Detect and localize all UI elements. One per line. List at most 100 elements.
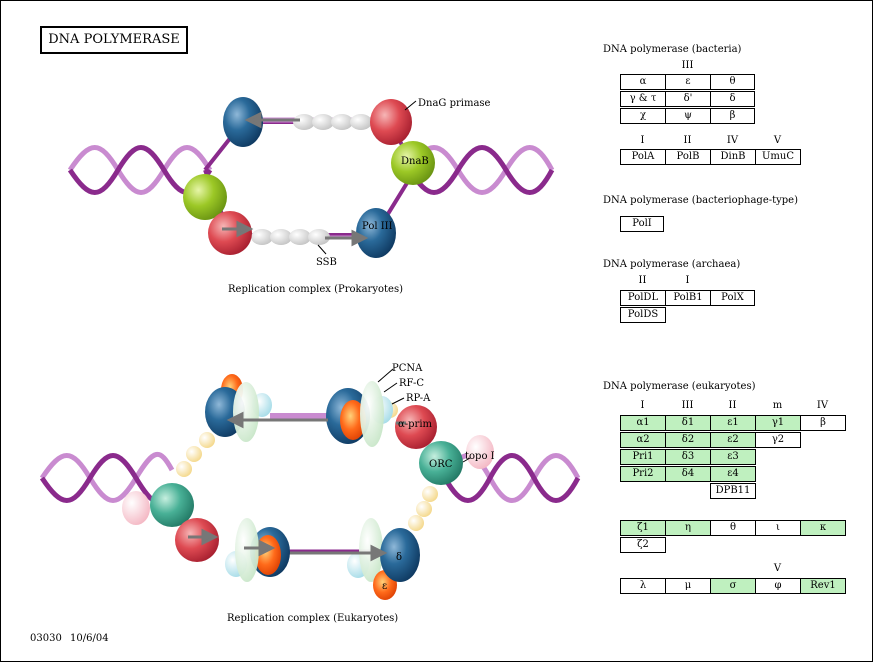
ssb-beads-bottom bbox=[251, 229, 330, 245]
euk-header-3: III bbox=[681, 400, 694, 411]
euk-theta-cell[interactable]: θ bbox=[710, 520, 756, 536]
bact-umuc-cell[interactable]: UmuC bbox=[755, 149, 801, 165]
label-rfc: RF-C bbox=[399, 378, 424, 389]
prokaryote-complex: DnaG primase DnaB Pol III SSB Replicatio… bbox=[67, 97, 555, 295]
bact-dinb-cell[interactable]: DinB bbox=[710, 149, 756, 165]
euk-lambda-cell[interactable]: λ bbox=[620, 578, 666, 594]
label-epsilon: ε bbox=[382, 581, 387, 592]
label-dnag-primase: DnaG primase bbox=[418, 98, 491, 109]
orc-protein bbox=[419, 441, 463, 485]
alpha-prim-protein bbox=[395, 405, 437, 449]
euk-header-v: V bbox=[773, 563, 782, 574]
pol3-bottom-protein bbox=[356, 208, 396, 258]
bact-header-4: IV bbox=[726, 135, 739, 146]
euk-rev1-cell[interactable]: Rev1 bbox=[800, 578, 846, 594]
euk-header-m: m bbox=[772, 400, 783, 411]
euk-pol-cell[interactable]: δ3 bbox=[665, 449, 711, 465]
euk-eta-cell[interactable]: η bbox=[665, 520, 711, 536]
pol-delta-bottom-right bbox=[380, 528, 420, 582]
euk-pol-cell[interactable]: β bbox=[800, 415, 846, 431]
dna-helix-euk-left bbox=[39, 451, 175, 505]
bact-pol3-cell[interactable]: ε bbox=[665, 74, 711, 90]
phage-poli-cell[interactable]: PolI bbox=[620, 216, 664, 232]
archaea-header-2: II bbox=[638, 275, 647, 286]
phage-heading: DNA polymerase (bacteriophage-type) bbox=[603, 195, 798, 206]
bact-pola-cell[interactable]: PolA bbox=[620, 149, 666, 165]
archaea-header-1: I bbox=[685, 275, 690, 286]
euk-pol-cell[interactable]: δ4 bbox=[665, 466, 711, 482]
archaea-polx-cell[interactable]: PolX bbox=[710, 290, 755, 306]
ssb-beads-top bbox=[293, 114, 372, 130]
euk-pol-cell[interactable]: γ2 bbox=[755, 432, 801, 448]
euk-pol-cell[interactable]: ε3 bbox=[710, 449, 756, 465]
bact-pol3-cell[interactable]: δ bbox=[710, 91, 755, 107]
arrow-top bbox=[244, 111, 300, 129]
eukaryote-complex: PCNA RF-C RP-A α-prim ORC topo I δ ε Rep… bbox=[39, 363, 581, 624]
eukaryote-caption: Replication complex (Eukaryotes) bbox=[227, 613, 398, 624]
bact-header-5: V bbox=[773, 135, 782, 146]
euk-sigma-cell[interactable]: σ bbox=[710, 578, 756, 594]
primase-red-bottom-protein bbox=[208, 211, 252, 255]
label-pcna: PCNA bbox=[392, 363, 423, 374]
dna-helix-euk-right bbox=[442, 453, 581, 503]
euk-pol-cell[interactable]: ε1 bbox=[710, 415, 756, 431]
arrow-bottom-left bbox=[222, 220, 254, 238]
euk-pol-cell[interactable]: α1 bbox=[620, 415, 666, 431]
bact-pol3-cell[interactable]: θ bbox=[710, 74, 755, 90]
label-dnab: DnaB bbox=[401, 156, 429, 167]
bact-pol3-cell[interactable]: δ' bbox=[665, 91, 711, 107]
euk-pol-cell[interactable]: γ1 bbox=[755, 415, 801, 431]
topo-protein bbox=[466, 435, 494, 469]
bact-pol3-cell[interactable]: β bbox=[710, 108, 755, 124]
euk-leader-lines bbox=[377, 368, 471, 463]
euk-pol-cell[interactable]: Pri1 bbox=[620, 449, 666, 465]
euk-iota-cell[interactable]: ι bbox=[755, 520, 801, 536]
bact-pol3-cell[interactable]: α bbox=[620, 74, 666, 90]
euk-pol-cell[interactable]: ε4 bbox=[710, 466, 756, 482]
bact-pol3-cell[interactable]: ψ bbox=[665, 108, 711, 124]
label-delta: δ bbox=[396, 552, 402, 563]
label-alpha-prim: α-prim bbox=[398, 419, 433, 430]
euk-header-1: I bbox=[640, 400, 645, 411]
label-orc: ORC bbox=[429, 459, 453, 470]
euk-pol-cell[interactable]: α2 bbox=[620, 432, 666, 448]
eukaryotes-heading: DNA polymerase (eukaryotes) bbox=[603, 381, 756, 392]
dnag-primase-protein bbox=[370, 99, 412, 145]
primase-red-euk-bottom bbox=[175, 518, 219, 562]
helicase-green-protein bbox=[183, 174, 227, 220]
pol3-top-protein bbox=[223, 97, 263, 147]
rpa-beads bbox=[176, 402, 438, 531]
dna-helix-right bbox=[407, 145, 555, 195]
pcna-top-left bbox=[233, 382, 259, 442]
euk-pol-cell[interactable]: Pri2 bbox=[620, 466, 666, 482]
euk-pol-cell[interactable]: δ2 bbox=[665, 432, 711, 448]
euk-pol-cell[interactable]: DPB11 bbox=[710, 483, 756, 499]
pcna-top-right bbox=[360, 381, 384, 447]
euk-pol-cell[interactable]: δ1 bbox=[665, 415, 711, 431]
euk-phi-cell[interactable]: φ bbox=[755, 578, 801, 594]
bact-pol3-cell[interactable]: γ & τ bbox=[620, 91, 666, 107]
bacteria-heading: DNA polymerase (bacteria) bbox=[603, 44, 742, 55]
euk-mu-cell[interactable]: μ bbox=[665, 578, 711, 594]
euk-zeta-cell[interactable]: ζ1 bbox=[620, 520, 666, 536]
prokaryote-caption: Replication complex (Prokaryotes) bbox=[228, 284, 403, 295]
archaea-polds-cell[interactable]: PolDS bbox=[620, 307, 666, 323]
bact-polb-cell[interactable]: PolB bbox=[665, 149, 711, 165]
bact-pol3-cell[interactable]: χ bbox=[620, 108, 666, 124]
archaea-poldl-cell[interactable]: PolDL bbox=[620, 290, 666, 306]
arrow-bottom-right bbox=[325, 229, 369, 247]
euk-kappa-cell[interactable]: κ bbox=[800, 520, 846, 536]
dnab-protein bbox=[391, 141, 435, 185]
label-ssb: SSB bbox=[316, 257, 337, 268]
bacteria-pol3-header: III bbox=[681, 60, 694, 71]
archaea-heading: DNA polymerase (archaea) bbox=[603, 259, 741, 270]
left-teal-protein bbox=[150, 483, 194, 527]
page-title: DNA POLYMERASE bbox=[40, 26, 188, 54]
bact-header-2: II bbox=[683, 135, 692, 146]
euk-pol-cell[interactable]: ε2 bbox=[710, 432, 756, 448]
euk-zeta2-cell[interactable]: ζ2 bbox=[620, 537, 666, 553]
archaea-polb1-cell[interactable]: PolB1 bbox=[665, 290, 711, 306]
label-rpa: RP-A bbox=[406, 393, 431, 404]
label-pol3: Pol III bbox=[362, 221, 393, 232]
